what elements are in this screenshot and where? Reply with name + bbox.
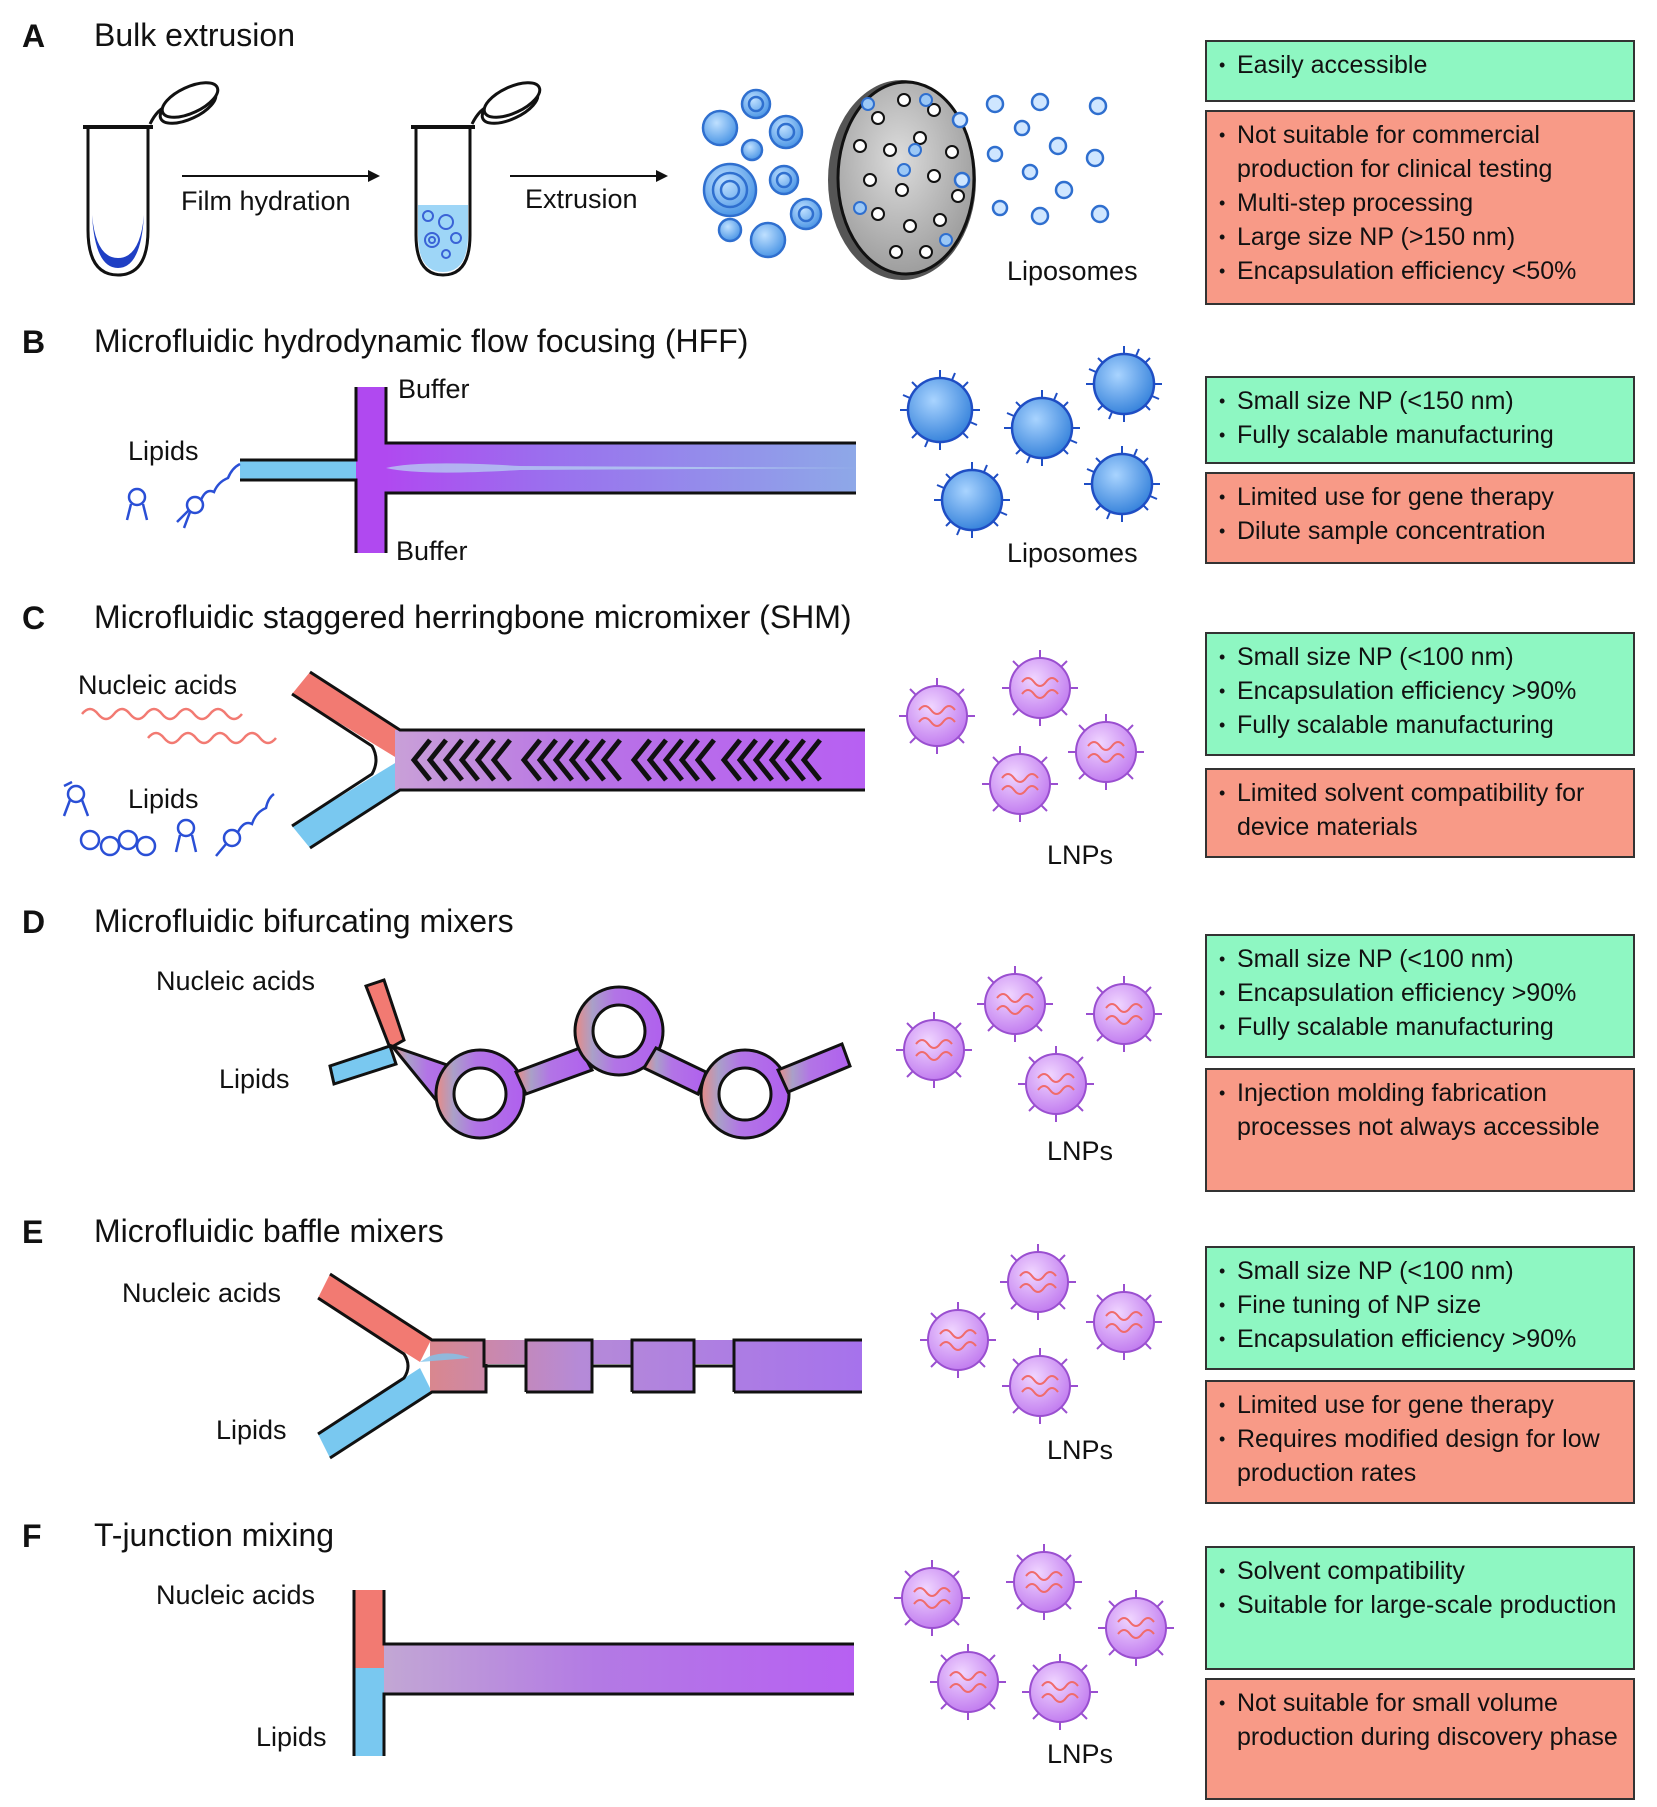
panel-d-lipids-label: Lipids bbox=[219, 1064, 290, 1094]
liposome-icons bbox=[900, 346, 1162, 538]
panel-b-lipids-label: Lipids bbox=[128, 436, 199, 466]
con-item: Encapsulation efficiency <50% bbox=[1217, 254, 1623, 288]
pro-item: Fully scalable manufacturing bbox=[1217, 1010, 1623, 1044]
pro-item: Suitable for large-scale production bbox=[1217, 1588, 1623, 1622]
con-item: Limited use for gene therapy bbox=[1217, 480, 1623, 514]
lnp-icons bbox=[896, 966, 1162, 1122]
panel-c-pros-box: Small size NP (<100 nm) Encapsulation ef… bbox=[1205, 632, 1635, 756]
panel-c-product-label: LNPs bbox=[1047, 840, 1114, 870]
panel-b-buffer-bottom-label: Buffer bbox=[396, 536, 468, 566]
panel-e-illustration bbox=[317, 1244, 1162, 1460]
panel-d-illustration bbox=[328, 966, 1162, 1140]
panel-c-cons-box: Limited solvent compatibility for device… bbox=[1205, 768, 1635, 858]
panel-e-nucleic-label: Nucleic acids bbox=[122, 1278, 282, 1308]
panel-e-letter: E bbox=[22, 1214, 44, 1250]
panel-f-product-label: LNPs bbox=[1047, 1739, 1114, 1769]
panel-a-title: Bulk extrusion bbox=[94, 17, 295, 53]
pro-item: Small size NP (<100 nm) bbox=[1217, 640, 1623, 674]
panel-a-pros-box: Easily accessible bbox=[1205, 40, 1635, 102]
con-item: Not suitable for small volume production… bbox=[1217, 1686, 1623, 1754]
con-item: Requires modified design for low product… bbox=[1217, 1422, 1623, 1490]
tube-hydrated-icon bbox=[411, 81, 542, 277]
panel-d-product-label: LNPs bbox=[1047, 1136, 1114, 1166]
panel-a-product-label: Liposomes bbox=[1007, 256, 1138, 286]
pro-item: Small size NP (<100 nm) bbox=[1217, 1254, 1623, 1288]
panel-b-title: Microfluidic hydrodynamic flow focusing … bbox=[94, 323, 749, 359]
panel-c-illustration bbox=[62, 650, 1144, 857]
panel-f-illustration bbox=[352, 1544, 1174, 1756]
panel-a-step2-label: Extrusion bbox=[525, 184, 638, 214]
herringbone-grooves-icon bbox=[410, 738, 822, 782]
con-item: Not suitable for commercial production f… bbox=[1217, 118, 1623, 186]
con-item: Large size NP (>150 nm) bbox=[1217, 220, 1623, 254]
lnp-icons bbox=[894, 1544, 1174, 1730]
panel-d-cons-box: Injection molding fabrication processes … bbox=[1205, 1068, 1635, 1192]
nucleic-acid-strand-icon bbox=[81, 707, 277, 745]
panel-c-lipids-label: Lipids bbox=[128, 784, 199, 814]
panel-b-letter: B bbox=[22, 324, 46, 360]
pro-item: Fully scalable manufacturing bbox=[1217, 708, 1623, 742]
panel-e-title: Microfluidic baffle mixers bbox=[94, 1213, 444, 1249]
panel-a-illustration bbox=[83, 80, 1110, 280]
panel-e-pros-box: Small size NP (<100 nm) Fine tuning of N… bbox=[1205, 1246, 1635, 1370]
panel-d-letter: D bbox=[22, 904, 46, 940]
panel-f-nucleic-label: Nucleic acids bbox=[156, 1580, 316, 1610]
panel-b-pros-box: Small size NP (<150 nm) Fully scalable m… bbox=[1205, 376, 1635, 464]
panel-d-nucleic-label: Nucleic acids bbox=[156, 966, 316, 996]
panel-b-product-label: Liposomes bbox=[1007, 538, 1138, 568]
panel-a-letter: A bbox=[22, 18, 46, 54]
pro-item: Fine tuning of NP size bbox=[1217, 1288, 1623, 1322]
panel-f-cons-box: Not suitable for small volume production… bbox=[1205, 1678, 1635, 1800]
pro-item: Small size NP (<100 nm) bbox=[1217, 942, 1623, 976]
con-item: Limited use for gene therapy bbox=[1217, 1388, 1623, 1422]
panel-b-cons-box: Limited use for gene therapy Dilute samp… bbox=[1205, 472, 1635, 564]
panel-f-pros-box: Solvent compatibility Suitable for large… bbox=[1205, 1546, 1635, 1670]
panel-a-cons-box: Not suitable for commercial production f… bbox=[1205, 110, 1635, 305]
panel-b-buffer-top-label: Buffer bbox=[398, 374, 470, 404]
panel-a-step1-label: Film hydration bbox=[181, 186, 351, 216]
lipid-molecule-icon bbox=[62, 780, 275, 857]
panel-f-title: T-junction mixing bbox=[94, 1517, 335, 1553]
con-item: Injection molding fabrication processes … bbox=[1217, 1076, 1623, 1144]
pro-item: Solvent compatibility bbox=[1217, 1554, 1623, 1588]
panel-f-lipids-label: Lipids bbox=[256, 1722, 327, 1752]
pro-item: Small size NP (<150 nm) bbox=[1217, 384, 1623, 418]
pro-item: Easily accessible bbox=[1217, 48, 1623, 82]
lnp-icons bbox=[920, 1244, 1162, 1424]
pro-item: Encapsulation efficiency >90% bbox=[1217, 976, 1623, 1010]
extrusion-membrane-icon bbox=[828, 80, 976, 280]
panel-c-nucleic-label: Nucleic acids bbox=[78, 670, 238, 700]
pro-item: Encapsulation efficiency >90% bbox=[1217, 1322, 1623, 1356]
multilamellar-vesicles-icon bbox=[701, 88, 823, 259]
panel-e-cons-box: Limited use for gene therapy Requires mo… bbox=[1205, 1380, 1635, 1504]
panel-c-title: Microfluidic staggered herringbone micro… bbox=[94, 599, 852, 635]
lipid-molecule-icon bbox=[125, 462, 241, 529]
panel-d-pros-box: Small size NP (<100 nm) Encapsulation ef… bbox=[1205, 934, 1635, 1058]
tube-empty-icon bbox=[83, 81, 220, 277]
con-item: Multi-step processing bbox=[1217, 186, 1623, 220]
panel-e-lipids-label: Lipids bbox=[216, 1415, 287, 1445]
con-item: Limited solvent compatibility for device… bbox=[1217, 776, 1623, 844]
panel-f-letter: F bbox=[22, 1518, 42, 1554]
panel-e-product-label: LNPs bbox=[1047, 1435, 1114, 1465]
panel-b-illustration bbox=[125, 346, 1162, 553]
panel-c-letter: C bbox=[22, 600, 46, 636]
pro-item: Encapsulation efficiency >90% bbox=[1217, 674, 1623, 708]
panel-d-title: Microfluidic bifurcating mixers bbox=[94, 903, 514, 939]
con-item: Dilute sample concentration bbox=[1217, 514, 1623, 548]
lnp-icons bbox=[899, 650, 1144, 822]
small-liposomes-icon bbox=[951, 92, 1110, 226]
pro-item: Fully scalable manufacturing bbox=[1217, 418, 1623, 452]
